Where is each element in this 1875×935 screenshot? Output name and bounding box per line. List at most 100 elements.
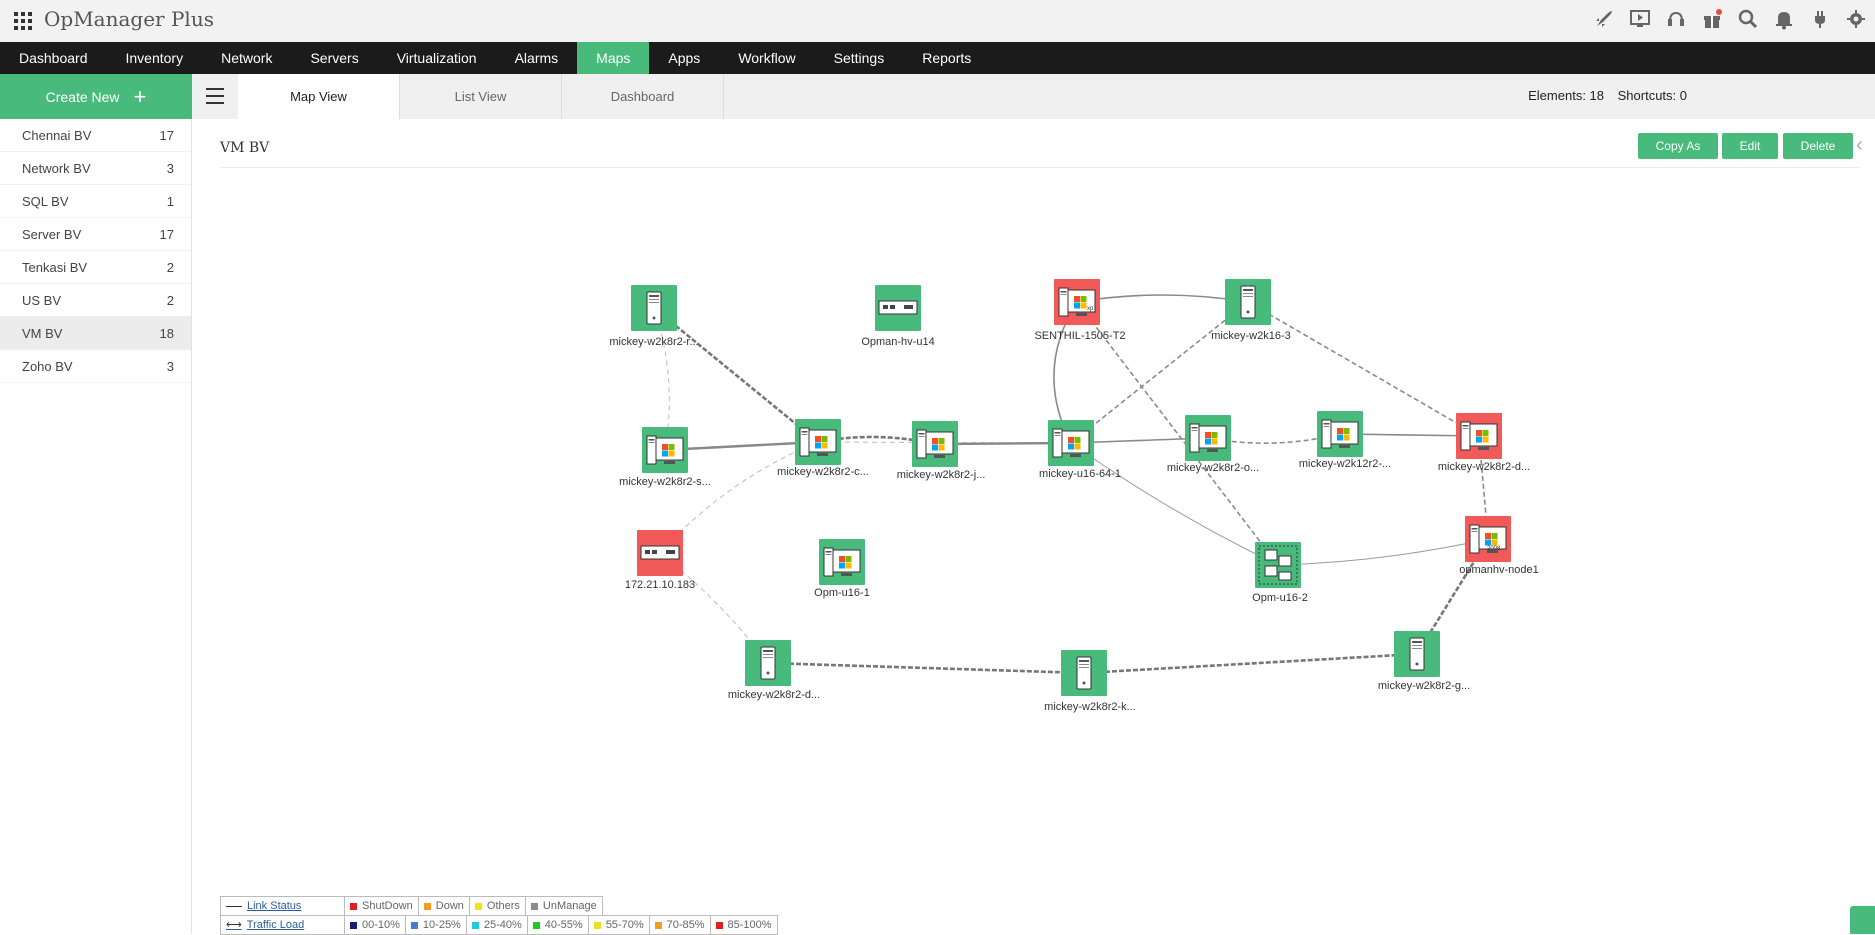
map-link[interactable] — [1247, 301, 1480, 437]
map-node-n16[interactable] — [745, 640, 791, 686]
map-node-label[interactable]: opmanhv-node1 — [1459, 564, 1539, 576]
map-node-label[interactable]: mickey-u16-64-1 — [1039, 468, 1121, 480]
nav-virtualization[interactable]: Virtualization — [396, 50, 477, 66]
map-node-label[interactable]: mickey-w2k8r2-s... — [619, 476, 711, 488]
traffic-load-link[interactable]: ⟷ Traffic Load — [220, 915, 345, 935]
map-node-label[interactable]: SENTHIL-1505-T2 — [1034, 330, 1126, 342]
tab-list-view[interactable]: List View — [400, 74, 562, 119]
map-link[interactable] — [1277, 538, 1489, 566]
traffic-load-label: Traffic Load — [246, 918, 305, 931]
map-node-label[interactable]: mickey-w2k12r2-... — [1298, 458, 1392, 470]
sidebar-item-count: 17 — [159, 127, 174, 143]
headset-icon[interactable] — [1665, 8, 1687, 30]
map-node-n14[interactable] — [1255, 542, 1301, 588]
map-node-label[interactable]: mickey-w2k8r2-d... — [727, 689, 821, 701]
copy-as-button[interactable]: Copy As — [1638, 133, 1718, 159]
edit-button[interactable]: Edit — [1722, 133, 1778, 159]
nav-servers[interactable]: Servers — [310, 50, 359, 66]
map-node-label[interactable]: Opm-u16-2 — [1252, 592, 1308, 604]
map-node-label[interactable]: mickey-w2k8r2-k... — [1044, 701, 1136, 713]
nav-workflow[interactable]: Workflow — [738, 50, 796, 66]
bell-icon[interactable] — [1773, 8, 1795, 30]
map-node-label[interactable]: Opm-u16-1 — [814, 587, 870, 599]
nav-settings[interactable]: Settings — [833, 50, 885, 66]
gear-icon[interactable] — [1845, 8, 1867, 30]
map-link[interactable] — [1070, 442, 1279, 566]
sidebar-item-vm-bv[interactable]: VM BV 18 — [0, 317, 191, 350]
legend-item: ShutDown — [344, 896, 419, 916]
nav-inventory[interactable]: Inventory — [125, 50, 184, 66]
tab-map-view[interactable]: Map View — [238, 74, 400, 119]
map-link[interactable] — [1207, 433, 1341, 444]
map-node-label[interactable]: mickey-w2k8r2-c... — [777, 466, 869, 478]
nav-network[interactable]: Network — [221, 50, 273, 66]
sidebar-item-label: VM BV — [22, 325, 63, 341]
gift-icon[interactable] — [1701, 8, 1723, 30]
map-node-n2[interactable] — [875, 285, 921, 331]
search-icon[interactable] — [1737, 8, 1759, 30]
legend-item-label: 70-85% — [666, 918, 705, 931]
delete-button[interactable]: Delete — [1783, 133, 1853, 159]
nav-dashboard[interactable]: Dashboard — [19, 50, 88, 66]
map-link[interactable] — [1076, 294, 1249, 303]
map-node-n12[interactable] — [637, 530, 683, 576]
line-icon — [226, 905, 242, 907]
nav-apps[interactable]: Apps — [668, 50, 701, 66]
create-new-button[interactable]: Create New + — [0, 74, 192, 119]
map-node-label[interactable]: mickey-w2k8r2-g... — [1377, 680, 1471, 692]
screen-play-icon[interactable] — [1629, 8, 1651, 30]
app-grid-icon[interactable] — [14, 12, 32, 30]
plug-icon[interactable] — [1809, 8, 1831, 30]
windows-desktop-icon — [1185, 415, 1231, 461]
sidebar-item-count: 18 — [159, 325, 174, 341]
map-node-n17[interactable] — [1061, 650, 1107, 696]
map-node-n9[interactable] — [1185, 415, 1231, 461]
chat-icon[interactable] — [1850, 906, 1875, 934]
map-legend: Link Status ShutDown Down Others UnManag… — [220, 896, 778, 935]
map-node-n15[interactable]: 2008 — [1465, 516, 1511, 562]
map-node-n4[interactable] — [1225, 279, 1271, 325]
svg-text:xp: xp — [1087, 306, 1094, 312]
map-node-n5[interactable] — [642, 427, 688, 473]
app-title: OpManager Plus — [44, 7, 214, 31]
map-node-n11[interactable] — [1456, 413, 1502, 459]
map-node-n18[interactable] — [1394, 631, 1440, 677]
map-node-label[interactable]: mickey-w2k8r2-j... — [896, 469, 986, 481]
map-node-label[interactable]: mickey-w2k16-3 — [1211, 330, 1291, 342]
tab-dashboard[interactable]: Dashboard — [562, 74, 724, 119]
map-node-label[interactable]: mickey-w2k8r2-o... — [1166, 462, 1260, 474]
map-node-n8[interactable] — [1048, 420, 1094, 466]
map-node-label[interactable]: mickey-w2k8r2-r... — [609, 336, 699, 348]
map-node-n10[interactable] — [1317, 411, 1363, 457]
map-link[interactable] — [767, 661, 1085, 675]
nav-reports[interactable]: Reports — [922, 50, 972, 66]
map-node-n3[interactable]: xp — [1054, 279, 1100, 325]
nav-alarms[interactable]: Alarms — [514, 50, 559, 66]
map-node-n1[interactable] — [631, 285, 677, 331]
map-link[interactable] — [653, 306, 819, 444]
link-status-link[interactable]: Link Status — [220, 896, 345, 916]
map-node-n6[interactable] — [795, 419, 841, 465]
legend-item-label: UnManage — [542, 899, 597, 912]
map-node-n13[interactable] — [819, 539, 865, 585]
chevron-left-icon[interactable]: ‹ — [1856, 134, 1863, 156]
map-node-label[interactable]: Opman-hv-u14 — [861, 336, 935, 348]
sidebar-item-label: SQL BV — [22, 193, 69, 209]
map-link[interactable] — [1076, 301, 1279, 566]
map-link[interactable] — [1083, 652, 1418, 675]
map-links — [653, 294, 1490, 675]
rocket-icon[interactable] — [1593, 8, 1615, 30]
hamburger-menu-icon[interactable] — [206, 88, 224, 104]
map-node-n7[interactable] — [912, 421, 958, 467]
nav-maps[interactable]: Maps — [577, 42, 650, 74]
legend-item: 55-70% — [587, 915, 650, 935]
map-node-label[interactable]: 172.21.10.183 — [624, 579, 696, 591]
map-node-label[interactable]: mickey-w2k8r2-d... — [1437, 461, 1531, 473]
